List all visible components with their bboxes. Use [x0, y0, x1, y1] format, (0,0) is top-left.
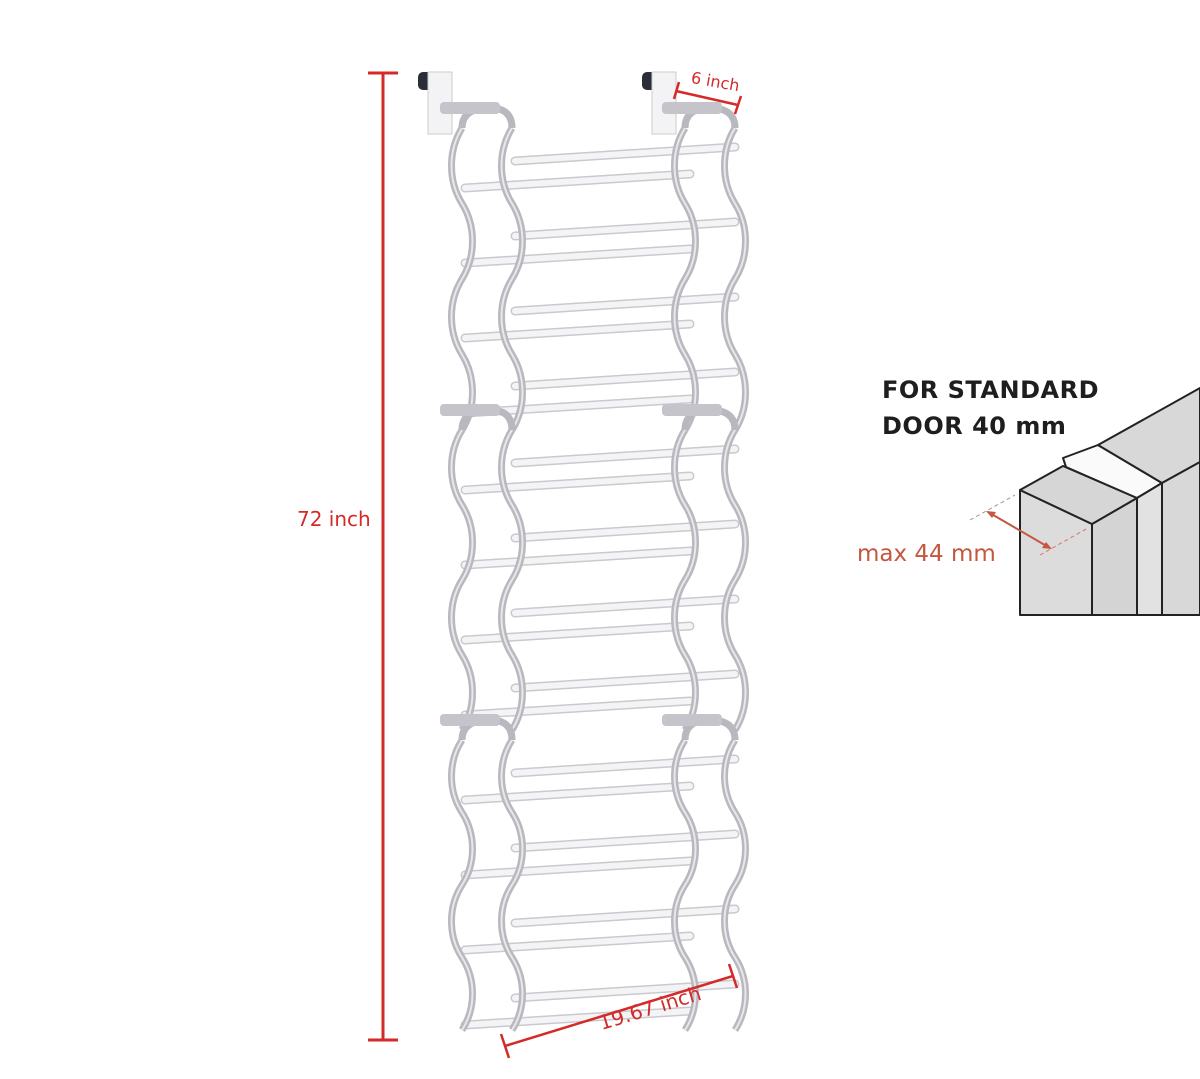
side-frame-highlight	[500, 739, 524, 1031]
side-frame-highlight	[500, 127, 524, 431]
side-frame-highlight	[450, 127, 474, 431]
height-label: 72 inch	[297, 507, 371, 531]
door-note-line1: FOR STANDARD	[882, 376, 1099, 404]
max-thickness-label: max 44 mm	[857, 541, 996, 567]
shelf-rod	[512, 219, 738, 239]
side-frame-highlight	[723, 127, 747, 431]
shelf-rod	[512, 144, 738, 164]
door-illustration	[1019, 387, 1200, 616]
side-frame-highlight	[450, 739, 474, 1031]
shoe-rack	[418, 71, 749, 1032]
side-frame-highlight	[673, 127, 697, 431]
shelf-rod	[512, 521, 738, 541]
side-frame-highlight	[673, 739, 697, 1031]
shelf-rod	[512, 906, 738, 926]
shelf-rod	[512, 831, 738, 851]
frame-connector	[440, 102, 500, 114]
shelf-rod	[462, 783, 693, 803]
shelf-rod	[462, 1008, 693, 1028]
frame-connector	[662, 404, 722, 416]
side-frame-highlight	[673, 429, 697, 731]
shelf-rod	[512, 596, 738, 616]
shelf-rod	[512, 671, 738, 691]
shelf-rod	[462, 548, 693, 568]
frame-connector	[440, 404, 500, 416]
side-frame-highlight	[723, 739, 747, 1031]
shelf-rod	[512, 446, 738, 466]
door-thickness-dimension	[969, 494, 1089, 556]
shelf-rod	[462, 246, 693, 266]
shelf-rod	[512, 369, 738, 389]
shelf-rod	[512, 294, 738, 314]
side-frame-highlight	[723, 429, 747, 731]
side-frame-highlight	[450, 429, 474, 731]
door-note-title: FOR STANDARD DOOR 40 mm	[882, 372, 1099, 444]
shelf-rod	[462, 933, 693, 953]
door-note-line2: DOOR 40 mm	[882, 412, 1067, 440]
shelf-rod	[462, 698, 693, 718]
frame-connector	[440, 714, 500, 726]
shelf-rod	[512, 756, 738, 776]
depth-dimension-line	[672, 81, 743, 115]
width-dimension-line	[499, 963, 739, 1059]
frame-connector	[662, 714, 722, 726]
side-frame-highlight	[500, 429, 524, 731]
shelf-rod	[462, 858, 693, 878]
frame-connector	[662, 102, 722, 114]
height-dimension-line	[368, 71, 398, 1042]
